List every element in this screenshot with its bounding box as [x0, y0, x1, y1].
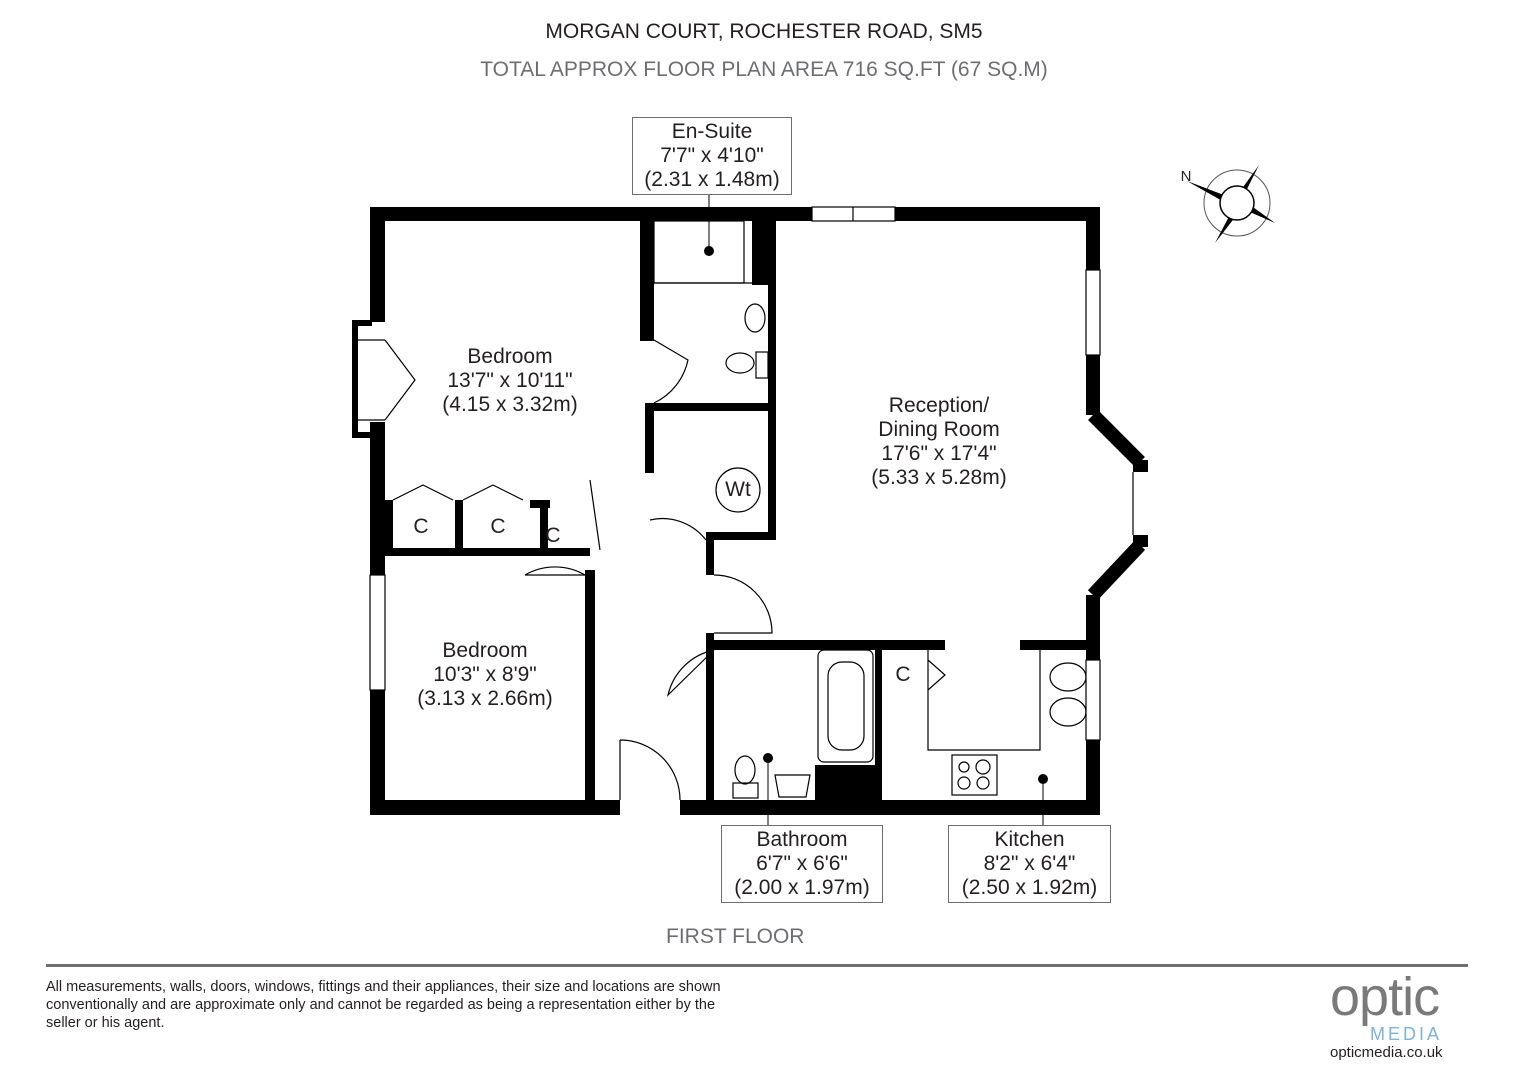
room-label-ensuite: En-Suite 7'7" x 4'10" (2.31 x 1.48m) [632, 117, 792, 195]
room-size-imperial: 10'3" x 8'9" [433, 663, 537, 686]
disclaimer: All measurements, walls, doors, windows,… [46, 979, 721, 1031]
room-size-metric: (2.31 x 1.48m) [644, 168, 780, 191]
logo-wordmark: optic [1330, 967, 1440, 1027]
room-size-imperial: 17'6" x 17'4" [881, 442, 997, 465]
room-size-imperial: 7'7" x 4'10" [660, 144, 764, 167]
cupboard-label: C [490, 515, 506, 538]
room-label-bedroom-2: Bedroom 10'3" x 8'9" (3.13 x 2.66m) [417, 639, 552, 711]
floor-area: TOTAL APPROX FLOOR PLAN AREA 716 SQ.FT (… [480, 58, 1048, 81]
room-size-metric: (2.00 x 1.97m) [734, 876, 870, 899]
water-tank-label: Wt [725, 478, 751, 501]
room-size-metric: (5.33 x 5.28m) [871, 466, 1007, 489]
optic-media-logo: optic MEDIA opticmedia.co.uk [1330, 970, 1480, 1062]
water-tank-icon [715, 467, 761, 513]
cupboard-label: C [895, 663, 911, 686]
room-name-2: Dining Room [878, 418, 1000, 441]
property-title: MORGAN COURT, ROCHESTER ROAD, SM5 [545, 20, 983, 43]
room-name: Kitchen [994, 828, 1065, 851]
room-size-imperial: 13'7" x 10'11" [447, 369, 573, 392]
room-size-metric: (4.15 x 3.32m) [442, 393, 578, 416]
compass-rose-icon [1187, 165, 1275, 243]
room-name: Reception/ [888, 394, 990, 417]
room-size-metric: (2.50 x 1.92m) [961, 876, 1098, 899]
room-name: Bedroom [467, 345, 553, 368]
room-label-reception: Reception/ Dining Room 17'6" x 17'4" (5.… [871, 394, 1006, 490]
windows [369, 206, 1134, 741]
room-name: Bathroom [756, 828, 848, 851]
label-leaders [708, 195, 1044, 825]
walls [352, 207, 1148, 815]
room-size-metric: (3.13 x 2.66m) [417, 687, 553, 710]
bay-window-walls [1087, 410, 1146, 600]
room-name: Bedroom [442, 639, 528, 662]
compass-north-label: N [1180, 168, 1192, 185]
room-label-bathroom: Bathroom 6'7" x 6'6" (2.00 x 1.97m) [721, 825, 883, 903]
room-size-imperial: 6'7" x 6'6" [756, 852, 848, 875]
cupboard-label: C [545, 524, 561, 547]
room-label-bedroom-1: Bedroom 13'7" x 10'11" (4.15 x 3.32m) [442, 345, 577, 417]
cupboard-label: C [413, 515, 429, 538]
room-size-imperial: 8'2" x 6'4" [983, 852, 1076, 875]
door-swings [358, 220, 1087, 801]
room-name: En-Suite [671, 120, 753, 143]
logo-url: opticmedia.co.uk [1330, 1044, 1443, 1061]
footer-divider [46, 964, 1468, 967]
logo-sub: MEDIA [1370, 1024, 1443, 1044]
room-label-kitchen: Kitchen 8'2" x 6'4" (2.50 x 1.92m) [948, 825, 1111, 903]
floor-label: FIRST FLOOR [666, 925, 805, 948]
